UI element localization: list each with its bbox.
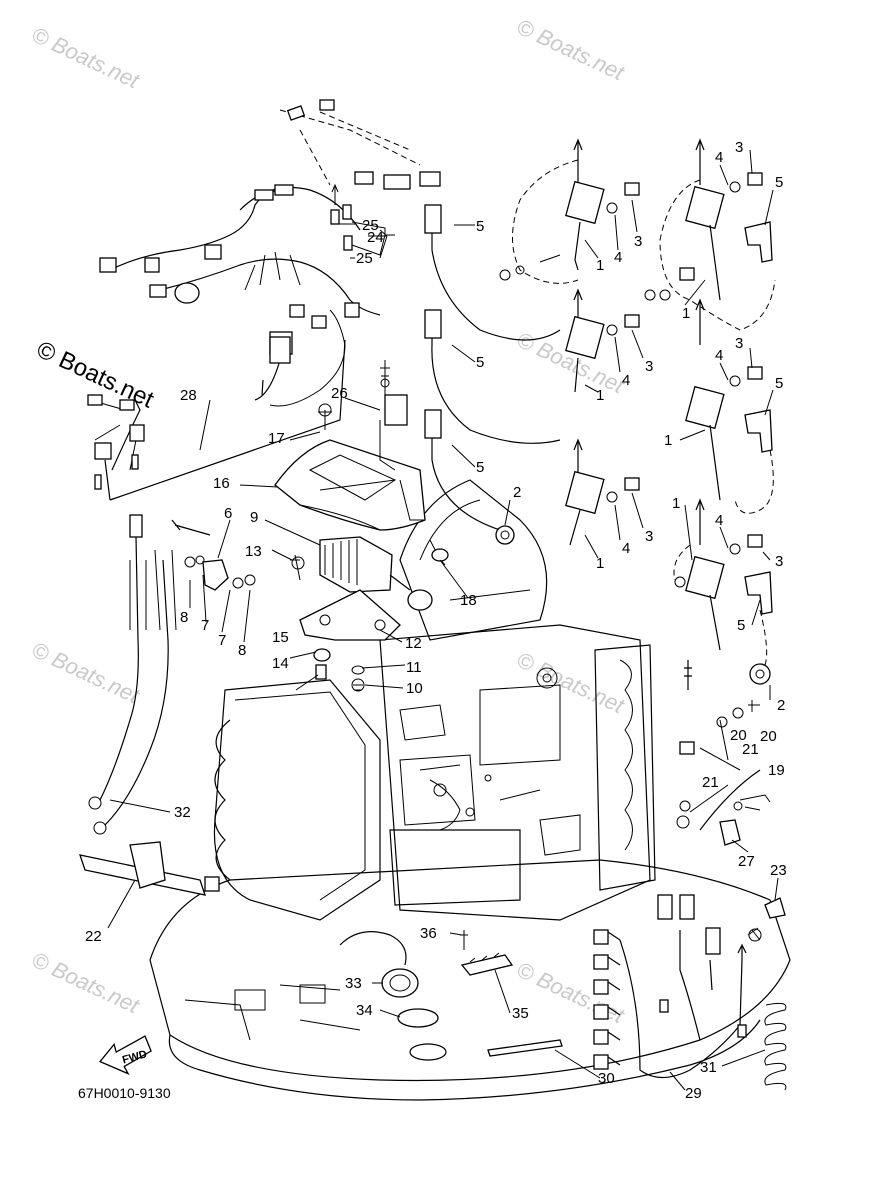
callout-3: 3 [645, 528, 653, 545]
watermark-text: © Boats.net [28, 22, 144, 94]
callout-15: 15 [272, 629, 289, 646]
callout-2: 2 [777, 697, 785, 714]
callout-31: 31 [700, 1059, 717, 1076]
callout-3: 3 [634, 233, 642, 250]
watermark-text: © Boats.net [28, 947, 144, 1019]
callout-28: 28 [180, 387, 197, 404]
callout-5: 5 [775, 174, 783, 191]
callout-24: 24 [367, 229, 384, 246]
callout-8: 8 [180, 609, 188, 626]
leader-lines [107, 149, 779, 1091]
callout-1: 1 [596, 257, 604, 274]
callout-20: 20 [730, 727, 747, 744]
misc-hardware [79, 660, 787, 1091]
callout-25: 25 [356, 250, 373, 267]
callout-20: 20 [760, 728, 777, 745]
callout-19: 19 [768, 762, 785, 779]
callout-8: 8 [238, 642, 246, 659]
callout-1: 1 [672, 495, 680, 512]
callout-9: 9 [250, 509, 258, 526]
callout-13: 13 [245, 543, 262, 560]
callout-11: 11 [406, 659, 422, 676]
callout-14: 14 [272, 655, 289, 672]
callout-27: 27 [738, 853, 755, 870]
callout-3: 3 [735, 335, 743, 352]
callout-34: 34 [356, 1002, 373, 1019]
callout-1: 1 [596, 387, 604, 404]
callout-6: 6 [224, 505, 232, 522]
callout-4: 4 [614, 249, 622, 266]
callout-5: 5 [476, 459, 484, 476]
watermark-text: © Boats.net [513, 957, 629, 1029]
watermark-text: © Boats.net [513, 647, 629, 719]
diagram-code: 67H0010-9130 [78, 1085, 171, 1101]
callout-33: 33 [345, 975, 362, 992]
callout-3: 3 [645, 358, 653, 375]
fwd-arrow: FWD [99, 1035, 152, 1076]
callout-7: 7 [201, 617, 209, 634]
callout-25: 25 [362, 217, 379, 234]
regulator-assembly [171, 519, 433, 692]
callout-29: 29 [685, 1085, 702, 1102]
callout-21: 21 [702, 774, 719, 791]
callout-32: 32 [174, 804, 191, 821]
callout-2: 2 [513, 484, 521, 501]
callout-30: 30 [598, 1070, 615, 1087]
ignition-coils [424, 138, 776, 685]
callout-3: 3 [735, 139, 743, 156]
callout-7: 7 [218, 632, 226, 649]
callout-23: 23 [770, 862, 787, 879]
callout-4: 4 [622, 540, 630, 557]
callout-12: 12 [405, 635, 422, 652]
callout-4: 4 [715, 347, 723, 364]
callout-21: 21 [742, 741, 759, 758]
callout-18: 18 [460, 592, 477, 609]
callout-5: 5 [476, 218, 484, 235]
callout-35: 35 [512, 1005, 529, 1022]
callout-10: 10 [406, 680, 423, 697]
callout-36: 36 [420, 925, 437, 942]
electrical-bracket-cover [274, 360, 449, 566]
watermark-text: © Boats.net [513, 14, 629, 86]
callout-5: 5 [737, 617, 745, 634]
callout-numbers: 25 24 25 5 5 5 1 1 1 4 4 4 3 3 3 2 3 4 5… [85, 139, 787, 1102]
callout-22: 22 [85, 928, 102, 945]
callout-4: 4 [715, 512, 723, 529]
callout-4: 4 [715, 149, 723, 166]
watermark-text: © Boats.net [28, 637, 144, 709]
callout-3: 3 [775, 553, 783, 570]
sub-wiring-harness [87, 336, 346, 501]
callout-4: 4 [622, 372, 630, 389]
callout-1: 1 [682, 305, 690, 322]
callout-5: 5 [775, 375, 783, 392]
callout-16: 16 [213, 475, 230, 492]
callout-17: 17 [268, 430, 285, 447]
callout-1: 1 [596, 555, 604, 572]
callout-1: 1 [664, 432, 672, 449]
engine-block [149, 479, 791, 1101]
callout-26: 26 [331, 385, 348, 402]
callout-5: 5 [476, 354, 484, 371]
battery-cables [88, 514, 177, 835]
